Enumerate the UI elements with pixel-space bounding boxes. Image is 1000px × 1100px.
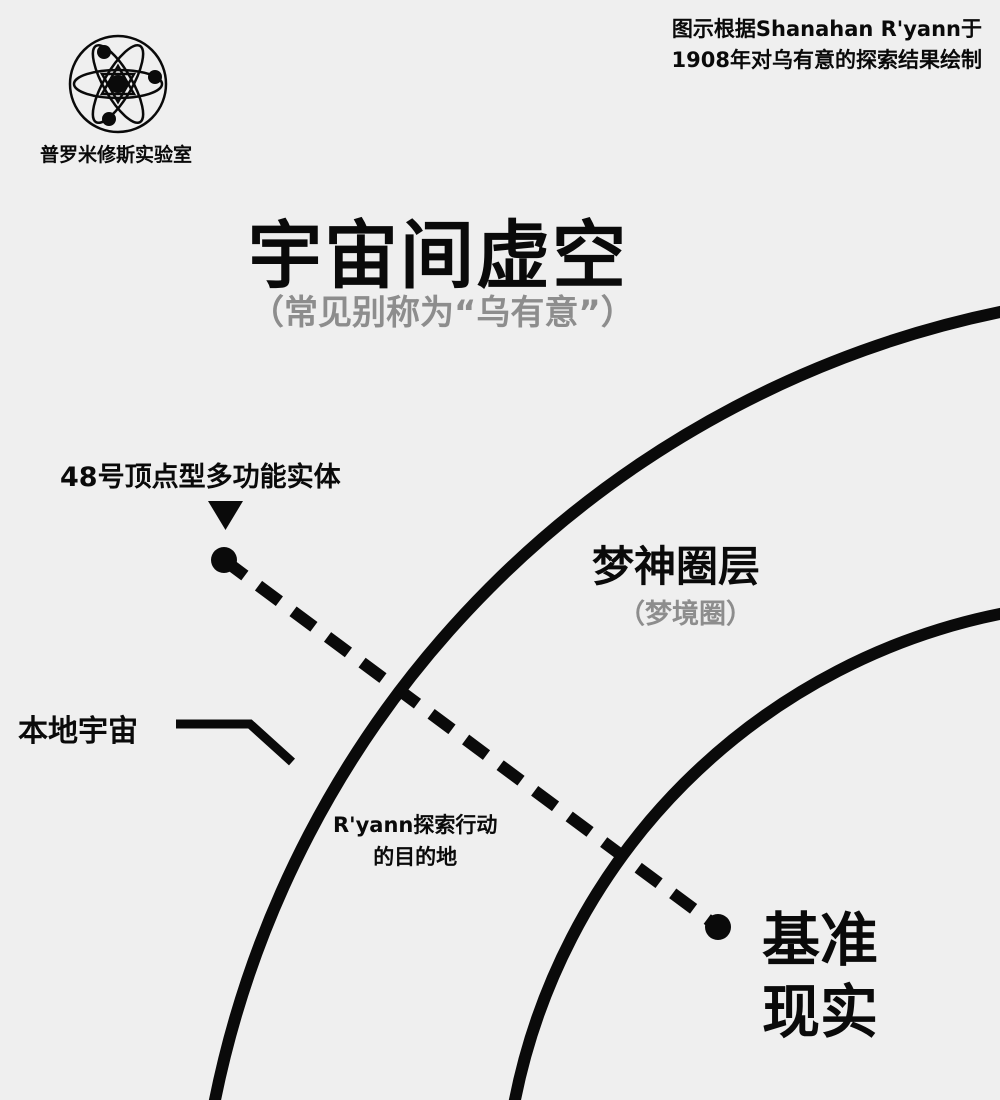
destination-label: R'yann探索行动 的目的地 (333, 809, 497, 873)
diagram-subtitle: （常见别称为“乌有意”） (250, 293, 635, 333)
base-reality-boundary (508, 607, 1000, 1100)
dream-layer-label: 梦神圈层 (592, 542, 761, 591)
source-credit: 图示根据Shanahan R'yann于 1908年对乌有意的探索结果绘制 (672, 14, 982, 76)
base-reality-label: 基准 现实 (762, 904, 878, 1048)
source-credit-line-2: 1908年对乌有意的探索结果绘制 (671, 48, 982, 72)
atom-icon (68, 34, 168, 134)
entity-start-point (211, 547, 237, 573)
destination-point (705, 914, 731, 940)
source-credit-line-1: 图示根据Shanahan R'yann于 (671, 17, 982, 41)
diagram-title: 宇宙间虚空 (248, 213, 628, 299)
destination-label-line-2: 的目的地 (373, 845, 458, 869)
local-universe-leader-line (176, 719, 296, 766)
base-reality-label-line-2: 现实 (762, 978, 879, 1046)
lab-name: 普罗米修斯实验室 (40, 144, 193, 166)
base-reality-label-line-1: 基准 (762, 906, 879, 974)
entity-label: 48号顶点型多功能实体 (60, 462, 341, 493)
local-universe-boundary (208, 305, 1000, 1100)
local-universe-label: 本地宇宙 (18, 714, 138, 749)
exploration-path (220, 555, 722, 932)
dream-layer-alias: （梦境圈） (618, 599, 753, 630)
down-triangle-icon (208, 501, 243, 530)
destination-label-line-1: R'yann探索行动 (333, 813, 498, 837)
